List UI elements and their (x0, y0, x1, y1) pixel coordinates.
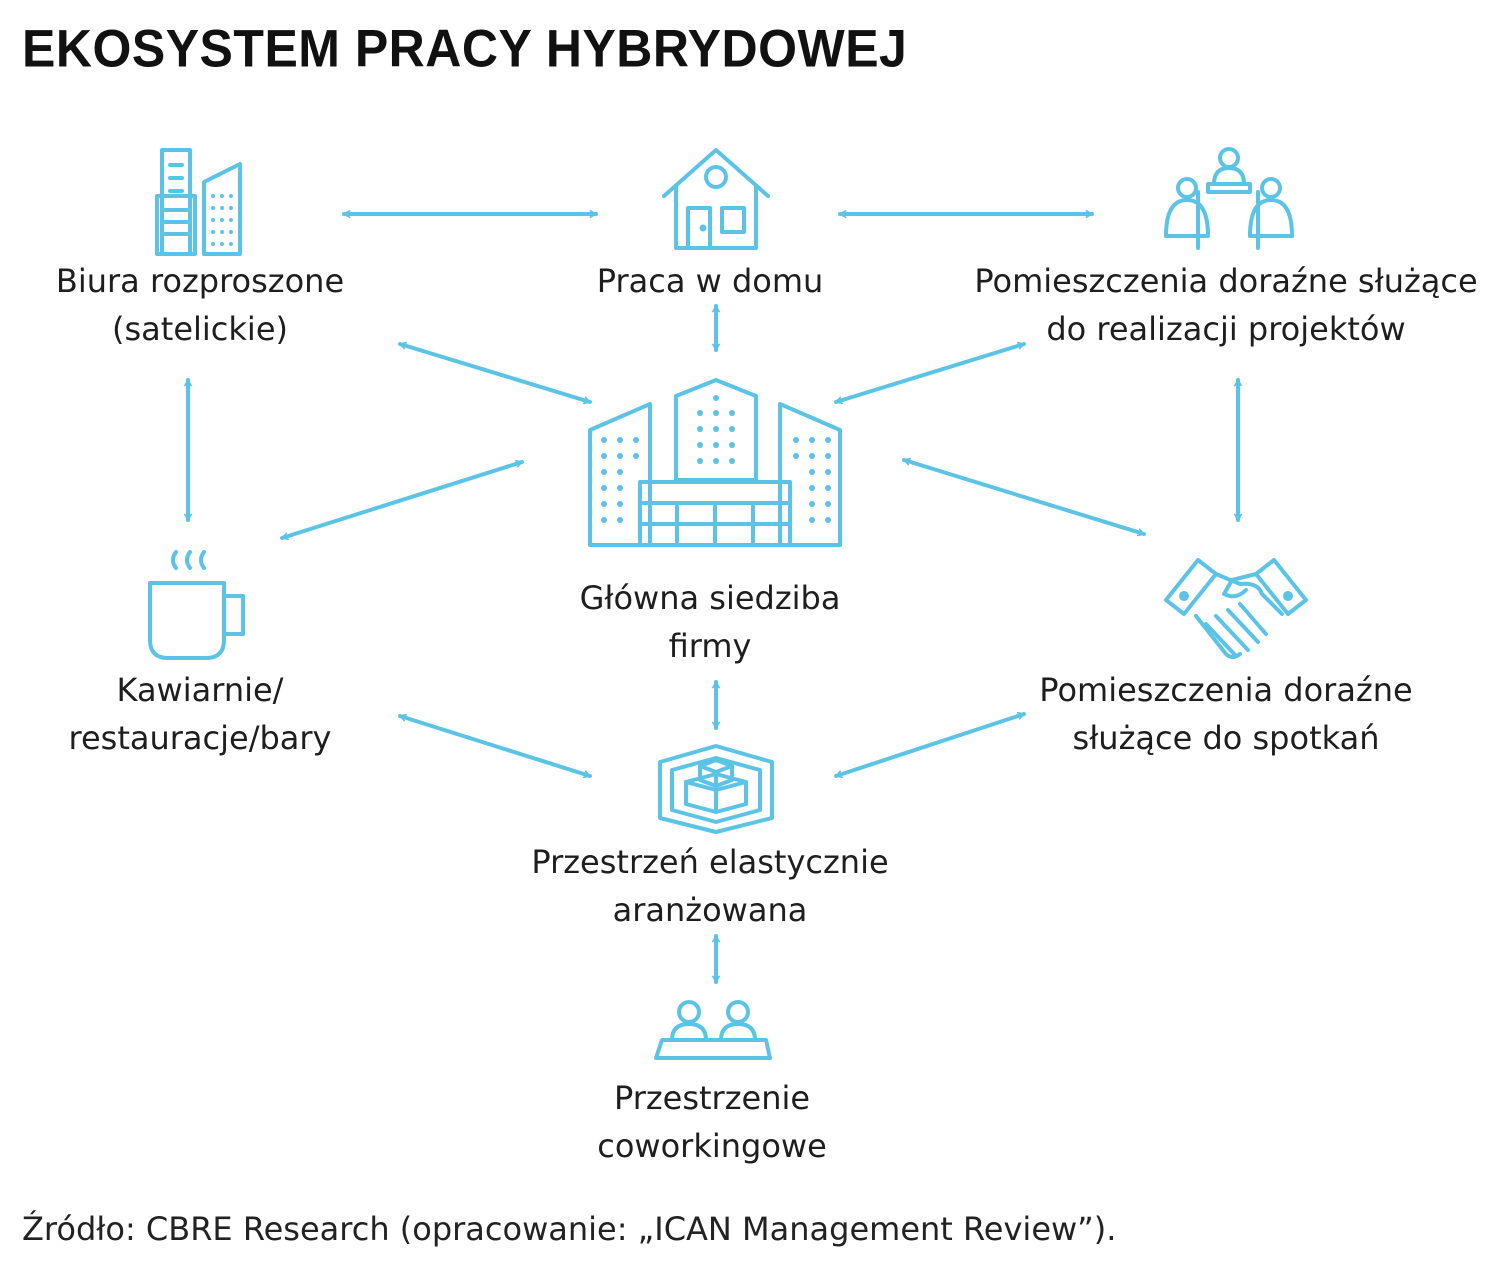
coworking-icon (654, 1000, 772, 1060)
arrow-project-rooms-hq (834, 341, 1026, 405)
node-coworking-label: Przestrzenie coworkingowe (597, 1079, 827, 1165)
house-icon (662, 148, 770, 250)
node-home-office-label: Praca w domu (596, 262, 824, 300)
node-project-rooms-label: Pomieszczenia doraźne służące do realiza… (974, 262, 1478, 348)
node-headquarters-label: Główna siedziba firmy (579, 579, 841, 665)
node-cafes-label: Kawiarnie/ restauracje/bary (68, 671, 332, 757)
arrow-hq-meeting (902, 457, 1146, 537)
arrow-cafes-flexible (398, 713, 592, 779)
meeting-table-icon (1164, 147, 1294, 250)
headquarters-icon (588, 378, 842, 547)
node-satellite-offices-label: Biura rozproszone (satelickie) (55, 262, 345, 348)
coffee-cup-icon (148, 550, 245, 660)
arrow-cafes-hq (280, 459, 524, 541)
arrow-offices-hq (398, 341, 592, 405)
arrow-meeting-flexible (834, 711, 1026, 779)
node-flexible-space-label: Przestrzeń elastycznie aranżowana (531, 843, 889, 929)
connection-arrows (184, 210, 1242, 984)
diagram-title: EKOSYSTEM PRACY HYBRYDOWEJ (22, 19, 908, 78)
flexible-space-icon (658, 744, 774, 834)
office-buildings-icon (155, 148, 242, 256)
source-note: Źródło: CBRE Research (opracowanie: „ICA… (22, 1210, 1117, 1248)
node-meeting-rooms-label: Pomieszczenia doraźne służące do spotkań (1039, 671, 1413, 757)
handshake-icon (1164, 558, 1308, 659)
